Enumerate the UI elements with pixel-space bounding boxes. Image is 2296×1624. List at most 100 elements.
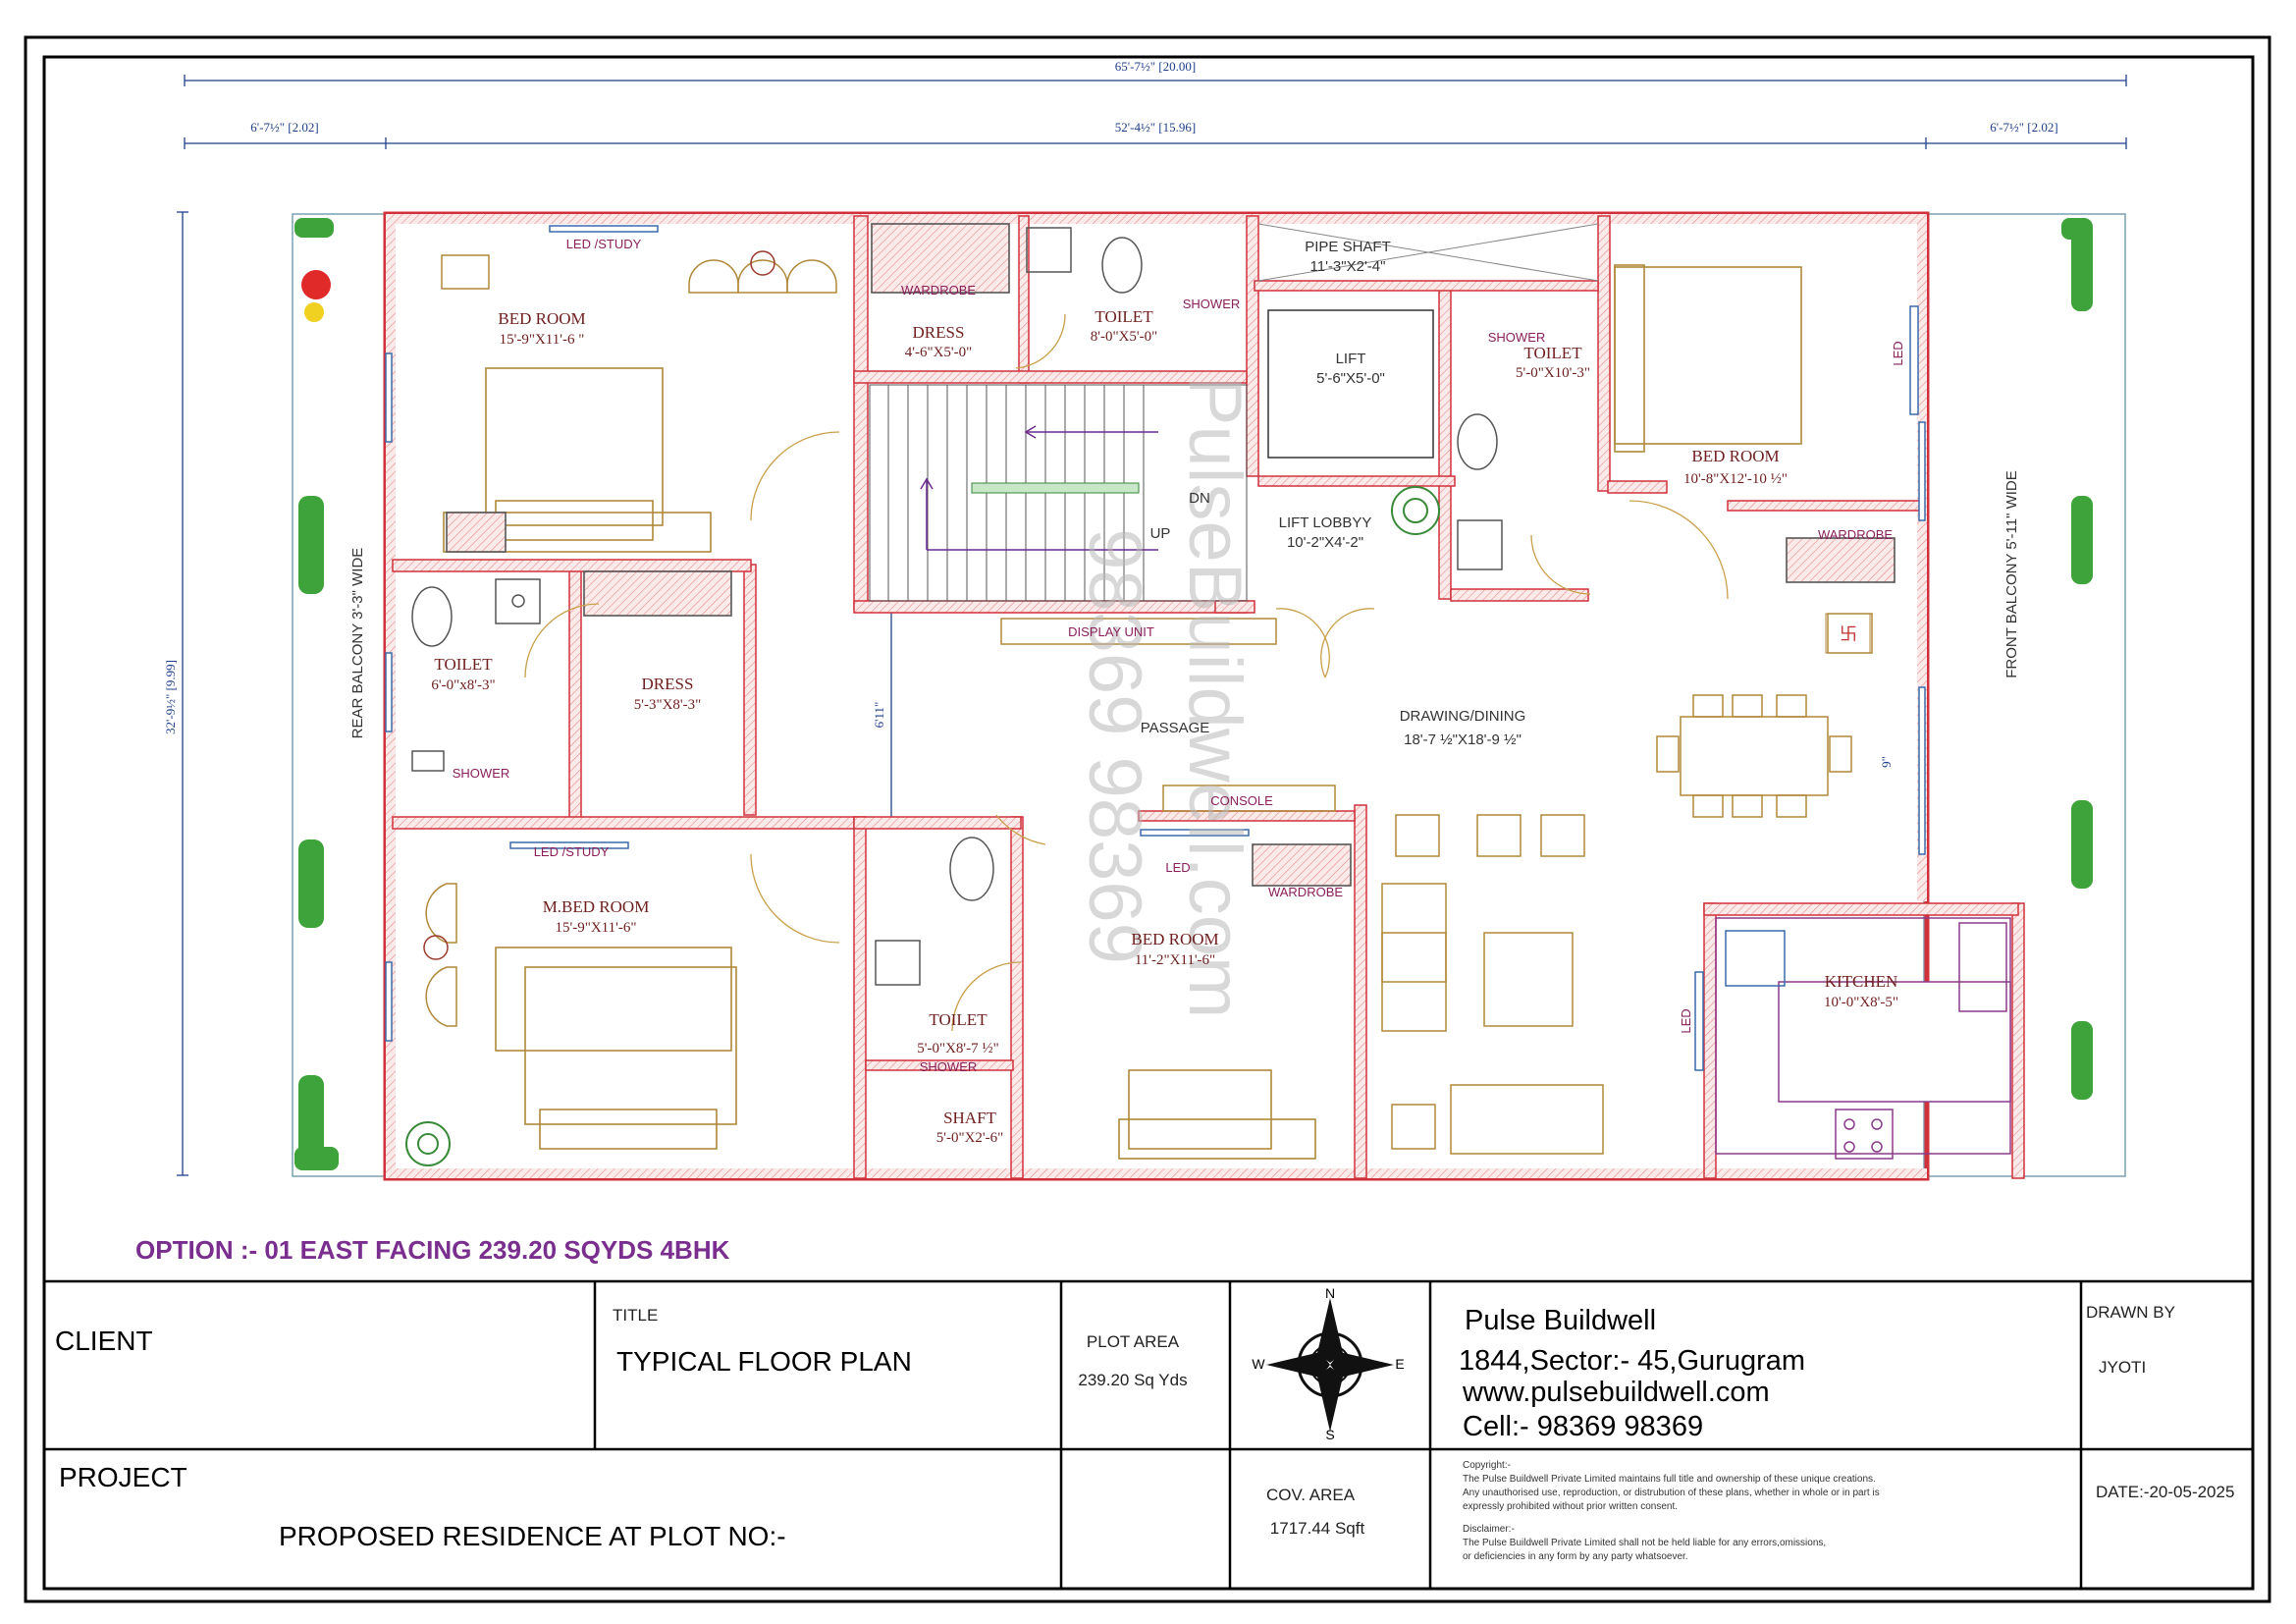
copyright-line2: Any unauthorised use, reproduction, or d… — [1463, 1488, 1880, 1498]
room-dress1-name: DRESS — [913, 323, 965, 342]
room-drawing-name: DRAWING/DINING — [1400, 708, 1526, 725]
compass-s: S — [1325, 1427, 1334, 1442]
title-label: TITLE — [613, 1306, 658, 1325]
room-mbed-size: 15'-9"X11'-6" — [556, 920, 637, 936]
label-led-bed2: LED — [1891, 341, 1905, 365]
label-wardrobe-dress: WARDROBE — [901, 283, 976, 298]
pooja-unit — [1825, 613, 1871, 654]
door-swings — [524, 313, 1729, 1032]
compass-w: W — [1252, 1356, 1265, 1372]
label-led-study-bottom: LED /STUDY — [534, 844, 610, 859]
compass-e: E — [1395, 1356, 1404, 1372]
bed-furniture — [443, 223, 1896, 1160]
label-led-bed3: LED — [1165, 860, 1190, 875]
label-passage: PASSAGE — [1141, 720, 1210, 736]
flower-plant-icon — [301, 270, 331, 322]
room-mbed-name: M.BED ROOM — [543, 897, 650, 916]
room-toilet2-name: TOILET — [1523, 344, 1582, 362]
label-shower-toilet2: SHOWER — [1488, 330, 1546, 345]
room-bed3-size: 11'-2"X11'-6" — [1135, 952, 1215, 968]
drawn-by-label: DRAWN BY — [2086, 1303, 2175, 1322]
room-lift-size: 5'-6"X5'-0" — [1316, 370, 1385, 387]
client-label: CLIENT — [55, 1326, 153, 1356]
room-lift-lobby-name: LIFT LOBBYY — [1279, 514, 1372, 531]
option-title: OPTION :- 01 EAST FACING 239.20 SQYDS 4B… — [135, 1235, 730, 1265]
room-bed1-name: BED ROOM — [498, 309, 585, 328]
label-shower-toilet4: SHOWER — [920, 1059, 978, 1074]
room-drawing-size: 18'-7 ½"X18'-9 ½" — [1404, 731, 1522, 748]
staircase — [869, 384, 1248, 602]
room-kitchen-name: KITCHEN — [1825, 972, 1898, 991]
sanitary-fixtures — [411, 227, 1503, 986]
label-led-study-top: LED /STUDY — [566, 237, 642, 251]
compass-n: N — [1325, 1285, 1335, 1301]
dim-left: 6'-7½" [2.02] — [250, 120, 318, 135]
pipe-shaft-cross — [1257, 223, 1599, 282]
label-shower-toilet3: SHOWER — [453, 766, 510, 781]
room-dress2-name: DRESS — [642, 675, 694, 693]
cov-area-value: 1717.44 Sqft — [1270, 1519, 1365, 1538]
label-wardrobe-bed2: WARDROBE — [1818, 527, 1893, 542]
dim-right: 6'-7½" [2.02] — [1990, 120, 2057, 135]
label-led-kitchen: LED — [1679, 1008, 1693, 1033]
dim-middle: 52'-4½" [15.96] — [1115, 120, 1196, 135]
company-cell: Cell:- 98369 98369 — [1463, 1411, 1703, 1442]
dim-overall: 65'-7½" [20.00] — [1115, 59, 1196, 74]
dim-dining-right: 9" — [1879, 756, 1894, 768]
room-dress2-size: 5'-3"X8'-3" — [634, 697, 701, 713]
drawn-by-value: JYOTI — [2099, 1358, 2146, 1377]
plant-greenery — [294, 218, 2093, 1170]
label-front-balcony: FRONT BALCONY 5'-11" WIDE — [2003, 470, 2020, 678]
room-pipe-shaft-name: PIPE SHAFT — [1305, 239, 1391, 255]
disclaimer-line2: or deficiencies in any form by any party… — [1463, 1551, 1688, 1562]
compass-icon — [1266, 1298, 1394, 1432]
room-bed2-size: 10'-8"X12'-10 ½" — [1683, 471, 1788, 487]
project-value: PROPOSED RESIDENCE AT PLOT NO:- — [279, 1521, 786, 1551]
title-value: TYPICAL FLOOR PLAN — [616, 1346, 912, 1377]
copyright-heading: Copyright:- — [1463, 1460, 1511, 1471]
room-pipe-shaft-size: 11'-3"X2'-4" — [1310, 258, 1386, 275]
company-website: www.pulsebuildwell.com — [1462, 1377, 1770, 1408]
led-panels — [385, 225, 1926, 1071]
room-toilet4-size: 5'-0"X8'-7 ½" — [917, 1041, 998, 1056]
label-console: CONSOLE — [1210, 793, 1273, 808]
room-bed3-name: BED ROOM — [1131, 930, 1218, 948]
room-lift-lobby-size: 10'-2"X4'-2" — [1287, 534, 1363, 551]
label-stair-up: UP — [1150, 525, 1171, 542]
label-rear-balcony: REAR BALCONY 3'-3" WIDE — [349, 548, 366, 739]
disclaimer-heading: Disclaimer:- — [1463, 1524, 1515, 1535]
outer-border — [24, 35, 2271, 1603]
company-address: 1844,Sector:- 45,Gurugram — [1459, 1345, 1805, 1377]
copyright-line1: The Pulse Buildwell Private Limited main… — [1463, 1474, 1876, 1485]
swastika-icon: 卐 — [1840, 624, 1857, 644]
date-value: DATE:-20-05-2025 — [2096, 1483, 2234, 1501]
title-block — [44, 1279, 2253, 1589]
room-toilet4-name: TOILET — [929, 1010, 988, 1029]
dim-height: 32'-9½" [9.99] — [163, 660, 178, 734]
label-shower-toilet1: SHOWER — [1183, 297, 1241, 311]
room-toilet2-size: 5'-0"X10'-3" — [1516, 365, 1590, 381]
plot-area-value: 239.20 Sq Yds — [1078, 1371, 1187, 1389]
dimension-lines — [177, 75, 2127, 1176]
lift-shaft — [1267, 309, 1434, 459]
company-name: Pulse Buildwell — [1465, 1305, 1656, 1336]
label-display-unit: DISPLAY UNIT — [1068, 624, 1154, 639]
room-toilet3-name: TOILET — [434, 655, 493, 674]
cov-area-label: COV. AREA — [1266, 1486, 1356, 1504]
stair-arrows — [920, 425, 1158, 551]
rear-balcony — [292, 213, 390, 1177]
room-shaft-name: SHAFT — [943, 1109, 996, 1127]
inner-border — [42, 55, 2255, 1591]
room-toilet1-name: TOILET — [1095, 307, 1153, 326]
room-bed1-size: 15'-9"X11'-6 " — [500, 332, 585, 348]
copyright-line3: expressly prohibited without prior writt… — [1463, 1501, 1678, 1512]
room-shaft-size: 5'-0"X2'-6" — [936, 1130, 1003, 1146]
room-toilet3-size: 6'-0"x8'-3" — [431, 677, 495, 693]
room-kitchen-size: 10'-0"X8'-5" — [1824, 995, 1898, 1010]
study-chairs — [423, 250, 837, 1027]
watermark-phone: 98369 98369 — [1073, 528, 1156, 964]
room-bed2-name: BED ROOM — [1691, 447, 1779, 465]
label-stair-dn: DN — [1189, 490, 1210, 507]
dim-passage: 6'11" — [872, 702, 886, 729]
